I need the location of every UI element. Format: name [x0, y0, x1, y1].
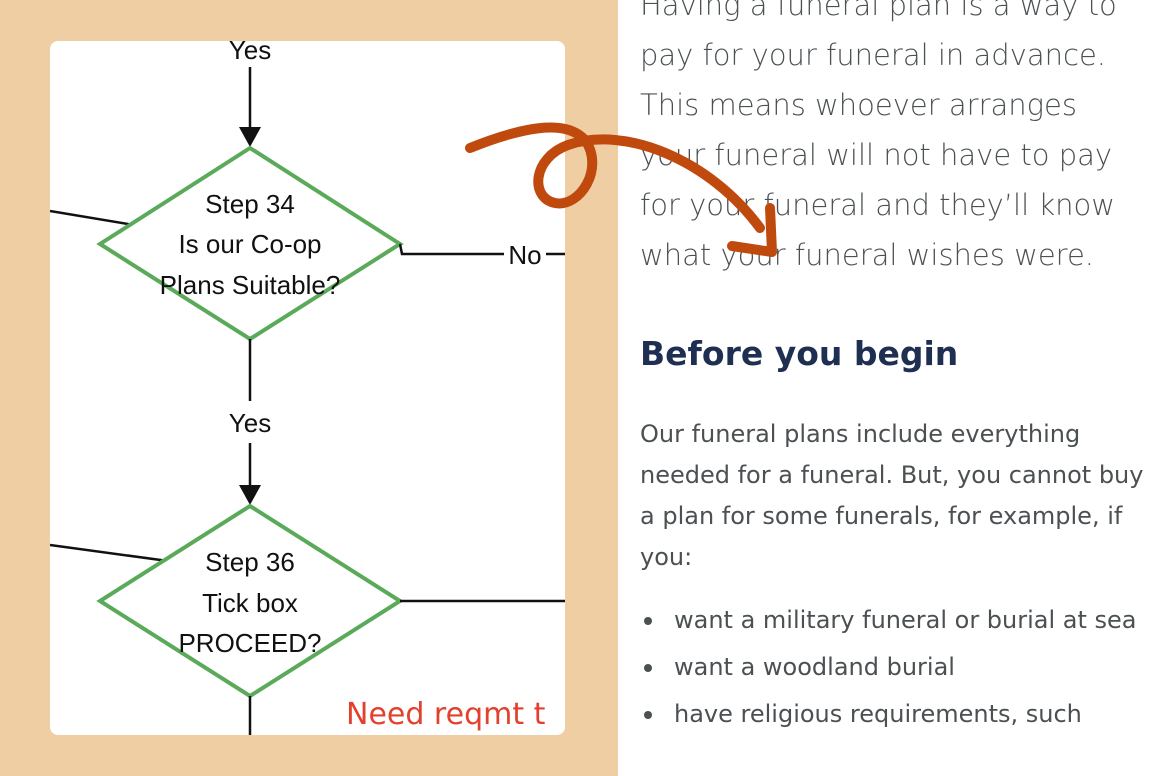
section-heading: Before you begin: [640, 334, 959, 373]
step34-title: Step 34: [205, 189, 295, 219]
list-item-text: have religious requirements, such: [674, 700, 1082, 728]
intro-line: your funeral will not have to pay: [640, 138, 1113, 172]
step36-text-2: PROCEED?: [178, 628, 321, 658]
arrowhead-top: [239, 127, 261, 147]
list-item: have religious requirements, such: [640, 694, 1140, 735]
step36-text: Tick box: [202, 588, 298, 618]
flowchart-diagram: Yes Step 34 Is our Co-op Plans Suitable?…: [50, 41, 565, 735]
intro-line: Having a funeral plan is a way to: [640, 0, 1117, 22]
body-paragraph: Our funeral plans include everything nee…: [640, 420, 1144, 571]
bullet-icon: [644, 664, 652, 672]
requirement-note: Need reqmt t: [346, 697, 546, 732]
list-item: want a military funeral or burial at sea: [640, 600, 1140, 641]
step34-question-2: Plans Suitable?: [160, 270, 341, 300]
list-item-text: want a woodland burial: [674, 653, 955, 681]
intro-line: pay for your funeral in advance.: [640, 38, 1107, 72]
intro-line: what your funeral wishes were.: [640, 238, 1095, 272]
intro-line: for your funeral and they’ll know: [640, 188, 1116, 222]
requirements-list: want a military funeral or burial at sea…: [640, 600, 1140, 741]
connector-no: [398, 243, 504, 256]
step36-title: Step 36: [205, 547, 295, 577]
connector-left-1: [50, 209, 135, 227]
article-panel: Having a funeral plan is a way to pay fo…: [618, 0, 1165, 776]
bullet-icon: [644, 711, 652, 719]
flowchart-panel: Yes Step 34 Is our Co-op Plans Suitable?…: [0, 0, 618, 776]
yes-label-mid: Yes: [229, 408, 271, 438]
flowchart-card: Yes Step 34 Is our Co-op Plans Suitable?…: [50, 41, 565, 735]
yes-label-top: Yes: [229, 41, 271, 65]
intro-paragraph: Having a funeral plan is a way to pay fo…: [640, 0, 1160, 280]
arrowhead-mid: [239, 485, 261, 505]
intro-line: This means whoever arranges: [640, 88, 1077, 122]
no-label: No: [508, 240, 541, 270]
list-item: want a woodland burial: [640, 647, 1140, 688]
step34-question: Is our Co-op: [178, 229, 321, 259]
connector-left-2: [50, 543, 169, 563]
bullet-icon: [644, 617, 652, 625]
list-item-text: want a military funeral or burial at sea: [674, 606, 1137, 634]
